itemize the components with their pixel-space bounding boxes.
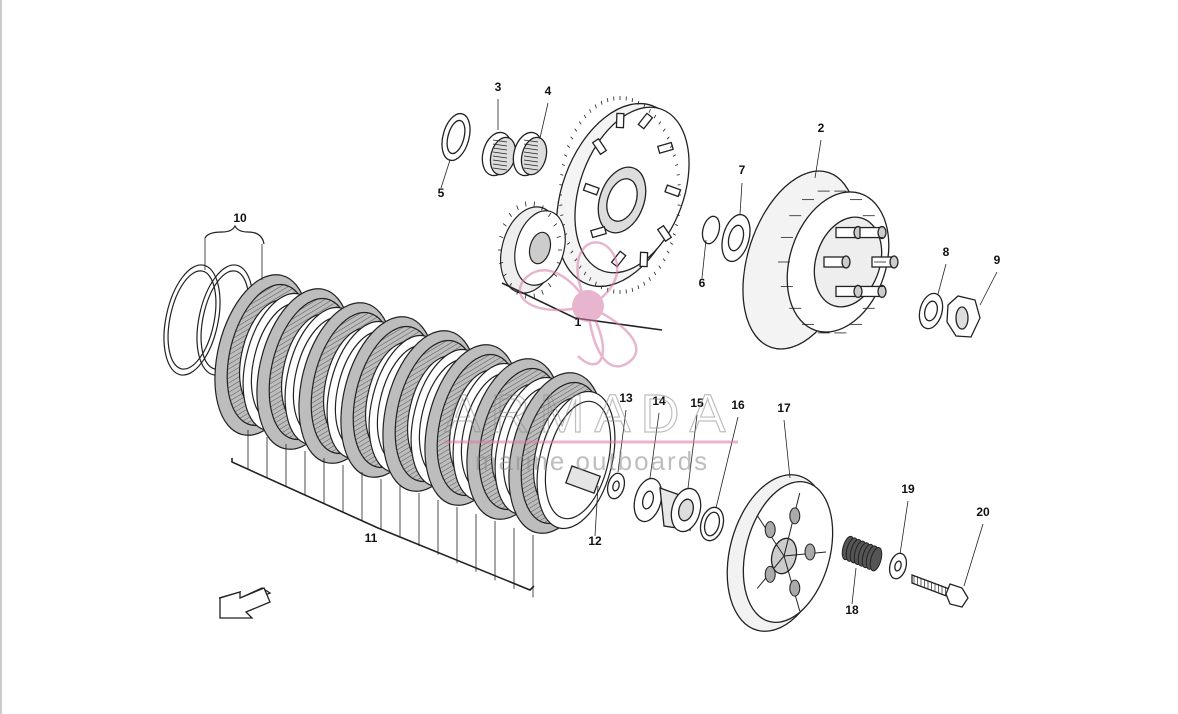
callout-14: 14 [652,394,666,408]
callout-13: 13 [619,391,633,405]
callout-16: 16 [731,398,745,412]
watermark: ARMADA marine outboards [444,241,738,476]
callout-12: 12 [588,534,602,548]
bracket-10 [204,224,265,245]
pushrod-assembly [565,465,725,542]
callout-17: 17 [777,401,791,415]
watermark-tagline: marine outboards [475,446,709,476]
callout-1: 1 [575,315,582,329]
callout-5: 5 [438,186,445,200]
propeller-logo-icon [518,241,638,368]
spring-18 [841,535,883,572]
callout-6: 6 [699,276,706,290]
callout-18: 18 [845,603,859,617]
callout-19: 19 [901,482,915,496]
circlip-6 [701,215,721,245]
clutch-plate-stack [163,264,616,534]
callout-15: 15 [690,396,704,410]
callout-7: 7 [739,163,746,177]
primary-gear [498,201,566,299]
callout-11: 11 [365,531,378,545]
steel-plate [536,390,616,530]
clutch-basket [555,96,690,294]
callout-10: 10 [233,211,247,225]
needle-bearings [441,112,548,177]
bracket-11 [231,458,535,591]
callout-3: 3 [495,80,502,94]
clutch-hub [742,170,899,350]
nut-9 [946,295,981,338]
callout-4: 4 [545,84,552,98]
washer-19 [888,552,908,580]
callout-2: 2 [818,121,825,135]
callout-8: 8 [943,245,950,259]
pressure-plate [726,474,834,632]
watermark-brand: ARMADA [444,384,735,444]
bolt-20 [911,574,969,608]
lock-washer-8 [918,292,944,330]
arrow-down-left-icon [218,587,272,619]
callout-9: 9 [994,253,1001,267]
tab-washer-7 [721,213,751,263]
callout-20: 20 [976,505,990,519]
